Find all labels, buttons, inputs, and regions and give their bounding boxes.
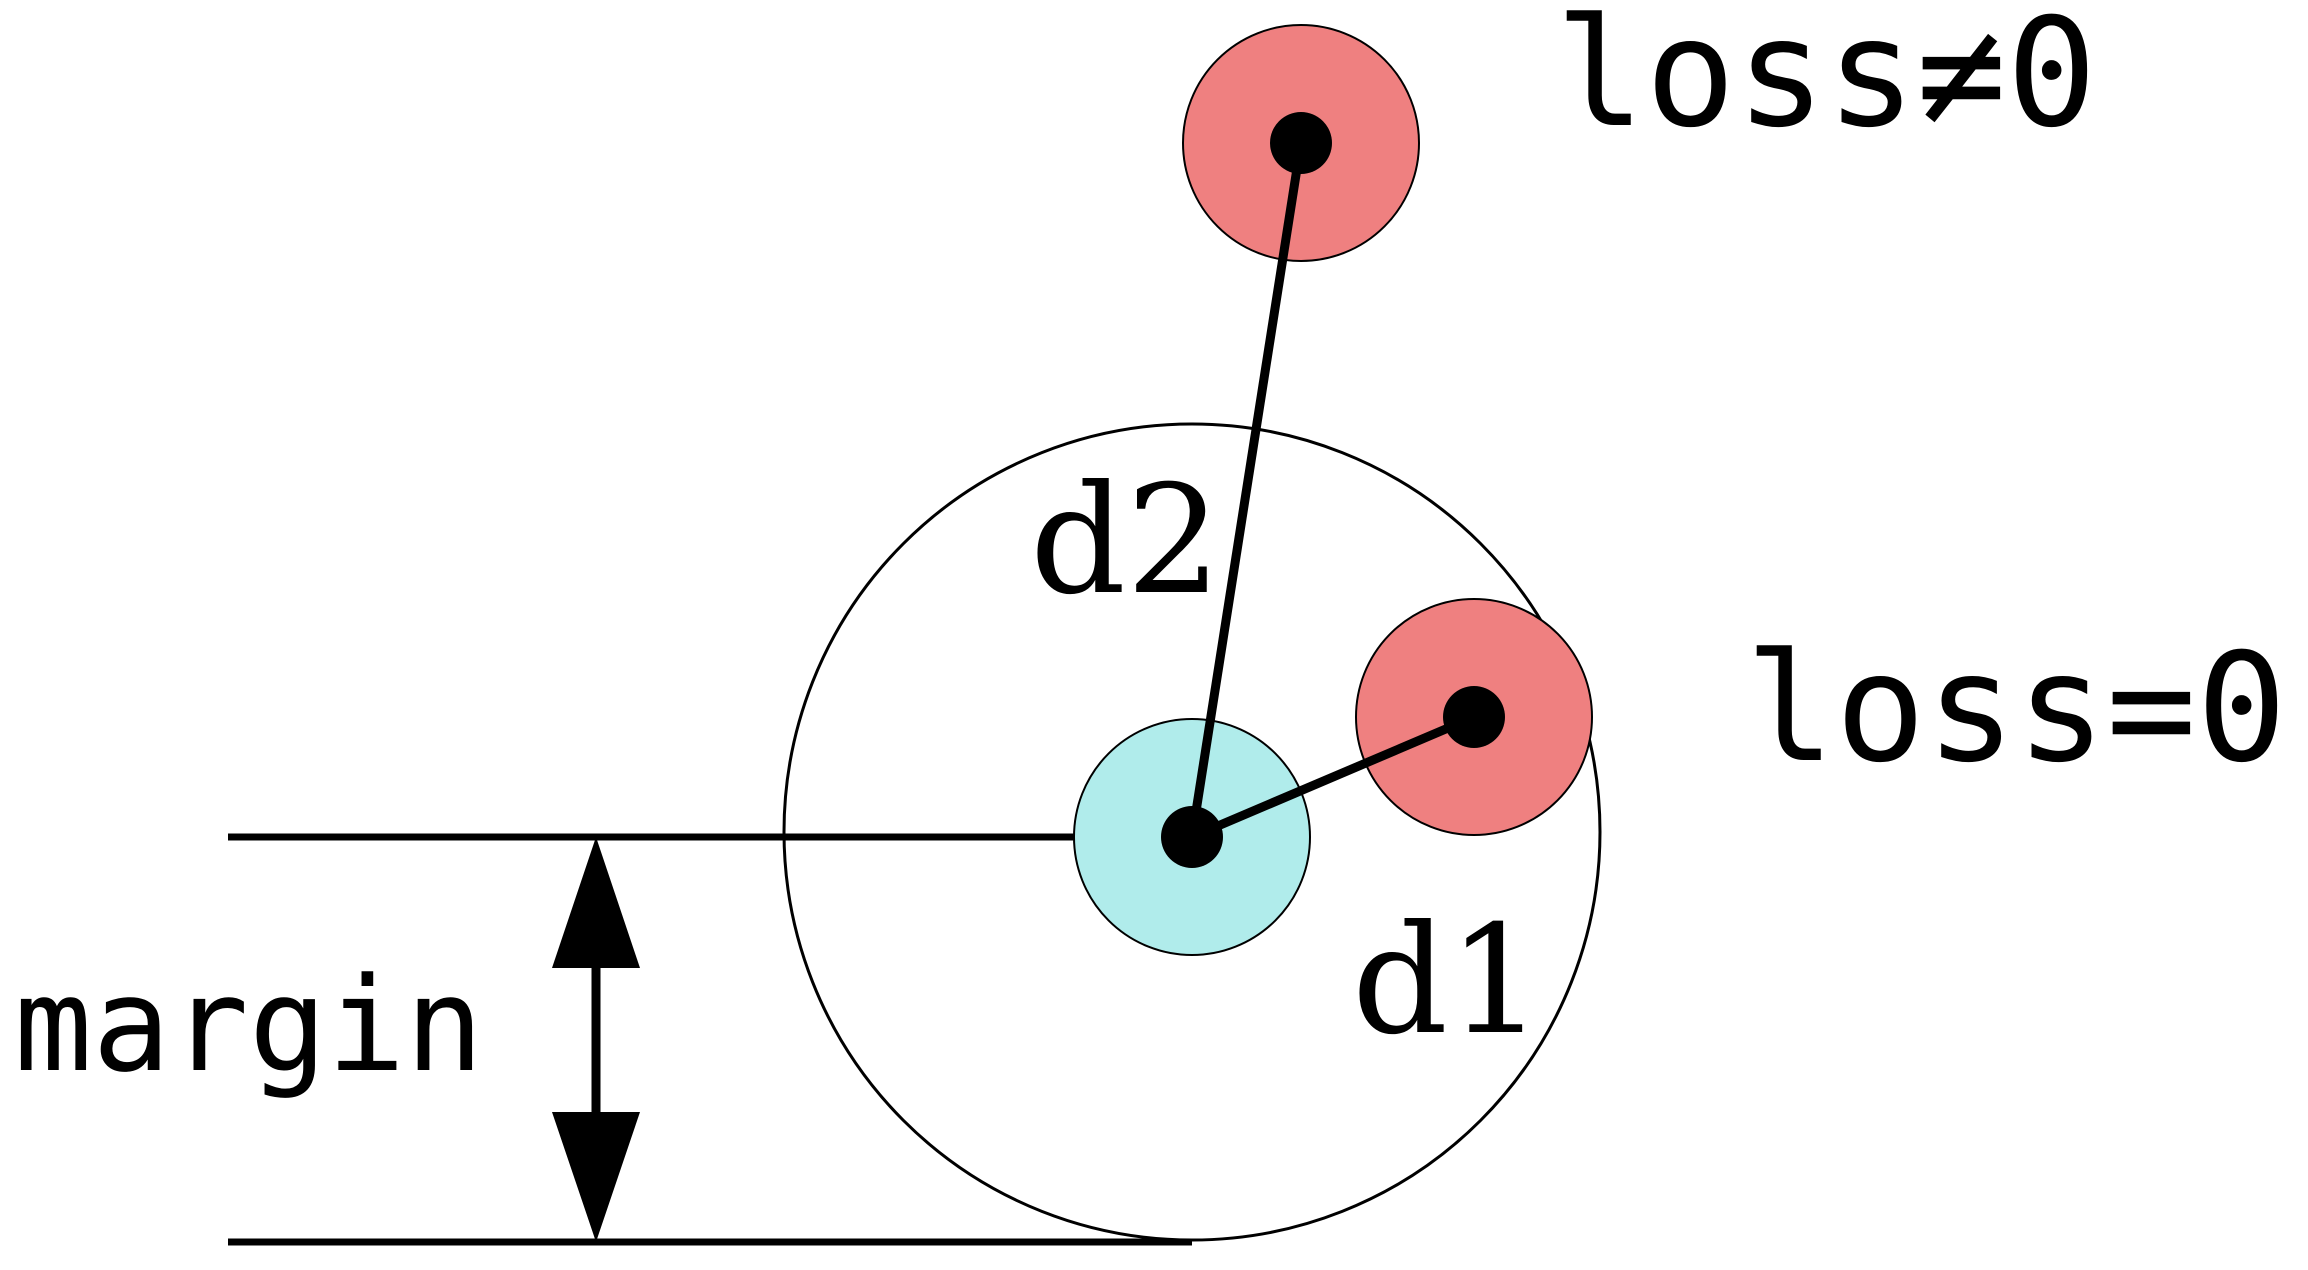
margin-label: margin xyxy=(14,949,484,1101)
d2-label: d2 xyxy=(1030,454,1221,628)
d1-line xyxy=(1190,712,1476,842)
margin-arrow-head-down xyxy=(552,1112,640,1242)
loss-nonzero-label: loss≠0 xyxy=(1555,0,2097,161)
d1-label: d1 xyxy=(1352,894,1543,1068)
anchor-center-dot xyxy=(1161,806,1223,868)
d2-line xyxy=(1187,142,1306,838)
far-sample-center-dot xyxy=(1270,112,1332,174)
margin-arrow xyxy=(552,837,640,1242)
near-sample-center-dot xyxy=(1443,686,1505,748)
loss-zero-label: loss=0 xyxy=(1745,622,2287,796)
margin-arrow-head-up xyxy=(552,837,640,968)
